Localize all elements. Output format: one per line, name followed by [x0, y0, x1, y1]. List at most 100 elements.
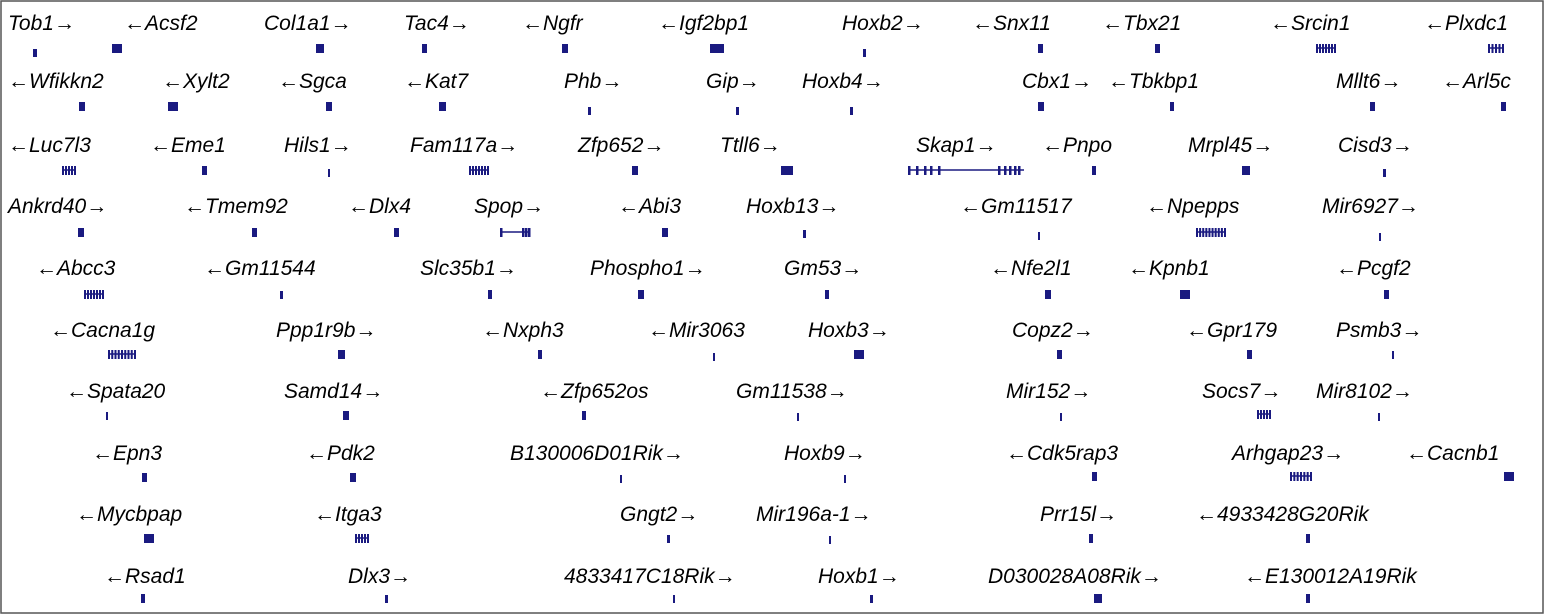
- gene-dlx4: ←Dlx4: [348, 195, 411, 237]
- gene-label: B130006D01Rik→: [510, 442, 684, 465]
- gene-model: [1092, 472, 1097, 481]
- gene-label: ←Cacna1g: [50, 319, 155, 342]
- gene-copz2: Copz2→: [1012, 319, 1094, 359]
- gene-model: [797, 413, 799, 421]
- gene-model: [1038, 102, 1044, 111]
- gene-label: Spop→: [474, 195, 544, 218]
- gene-label: Col1a1→: [264, 12, 352, 35]
- gene-label: ←Abcc3: [36, 257, 116, 280]
- gene-label: Gm11538→: [736, 380, 848, 403]
- gene-model: [582, 411, 586, 420]
- gene-label: Phb→: [564, 70, 622, 93]
- gene-label: ←Sgca: [278, 70, 347, 93]
- gene-model: [1383, 169, 1386, 177]
- gene-dlx3: Dlx3→: [348, 565, 411, 603]
- gene-label: ←Npepps: [1146, 195, 1240, 218]
- gene-label: ←Tbx21: [1102, 12, 1181, 35]
- gene-model: [1384, 290, 1389, 299]
- gene-label: ←Kpnb1: [1128, 257, 1210, 280]
- gene-label: Hoxb1→: [818, 565, 900, 588]
- gene-label: ←Arl5c: [1442, 70, 1511, 93]
- gene-model: [1504, 472, 1514, 481]
- gene-ttll6: Ttll6→: [720, 134, 793, 175]
- gene-model: [1180, 290, 1190, 299]
- gene-model: [79, 102, 85, 111]
- gene-e130012a19rik: ←E130012A19Rik: [1244, 565, 1418, 603]
- gene-label: ←Epn3: [92, 442, 162, 465]
- gene-label: ←Cdk5rap3: [1006, 442, 1118, 465]
- gene-model: [488, 290, 492, 299]
- gene-label: Dlx3→: [348, 565, 411, 588]
- gene-gm11517: ←Gm11517: [960, 195, 1073, 240]
- gene-model: [863, 49, 866, 57]
- gene-model: [1045, 290, 1051, 299]
- gene-model: [33, 49, 37, 57]
- gene-mycbpap: ←Mycbpap: [76, 503, 182, 543]
- gene-label: Hoxb2→: [842, 12, 924, 35]
- gene-model: [84, 290, 104, 299]
- gene-model: [1370, 102, 1375, 111]
- gene-label: ←Mycbpap: [76, 503, 182, 526]
- gene-4833417c18rik: 4833417C18Rik→: [564, 565, 736, 603]
- gene-label: Mir152→: [1006, 380, 1091, 403]
- gene-model: [1094, 594, 1102, 603]
- gene-model: [1378, 413, 1380, 421]
- gene-label: ←Pnpo: [1042, 134, 1112, 157]
- gene-model: [1316, 44, 1336, 53]
- gene-label: ←Gm11517: [960, 195, 1073, 218]
- gene-model: [168, 102, 178, 111]
- gene-model: [538, 350, 542, 359]
- gene-prr15l: Prr15l→: [1040, 503, 1117, 543]
- gene-arhgap23: Arhgap23→: [1230, 442, 1344, 481]
- gene-label: Hoxb9→: [784, 442, 866, 465]
- gene-model: [713, 353, 715, 361]
- gene-model: [469, 166, 489, 175]
- gene-label: ←Itga3: [314, 503, 382, 526]
- gene-hoxb1: Hoxb1→: [818, 565, 900, 603]
- gene-model: [1247, 350, 1252, 359]
- gene-model: [1038, 44, 1043, 53]
- gene-model: [1306, 534, 1310, 543]
- gene-model: [1089, 534, 1093, 543]
- gene-model: [1242, 166, 1250, 175]
- gene-label: ←Spata20: [66, 380, 166, 403]
- gene-arl5c: ←Arl5c: [1442, 70, 1511, 111]
- gene-nxph3: ←Nxph3: [482, 319, 564, 359]
- gene-npepps: ←Npepps: [1146, 195, 1240, 237]
- gene-label: Tob1→: [8, 12, 75, 35]
- gene-label: ←Snx11: [972, 12, 1051, 35]
- gene-model: [638, 290, 644, 299]
- gene-label: 4833417C18Rik→: [564, 565, 736, 588]
- gene-label: Hoxb3→: [808, 319, 890, 342]
- gene-label: ←Cacnb1: [1406, 442, 1499, 465]
- gene-label: Socs7→: [1202, 380, 1281, 403]
- gene-model: [112, 44, 122, 53]
- gene-pdk2: ←Pdk2: [306, 442, 375, 482]
- gene-label: ←Tmem92: [184, 195, 288, 218]
- gene-label: Mir6927→: [1322, 195, 1419, 218]
- gene-model: [1092, 166, 1096, 175]
- gene-model: [588, 107, 591, 115]
- gene-model: [781, 166, 793, 175]
- gene-gm11544: ←Gm11544: [204, 257, 316, 299]
- gene-label: Phospho1→: [590, 257, 706, 280]
- gene-model: [1038, 232, 1040, 240]
- gene-label: ←Gm11544: [204, 257, 316, 280]
- gene-label: Slc35b1→: [420, 257, 517, 280]
- gene-spata20: ←Spata20: [66, 380, 166, 420]
- gene-skap1: Skap1→: [908, 134, 1024, 175]
- gene-cacnb1: ←Cacnb1: [1406, 442, 1514, 481]
- gene-model: [78, 228, 84, 237]
- gene-label: Ppp1r9b→: [276, 319, 376, 342]
- gene-label: Mllt6→: [1336, 70, 1401, 93]
- gene-model: [1488, 44, 1504, 53]
- gene-label: ←Rsad1: [104, 565, 186, 588]
- gene-zfp652: Zfp652→: [577, 134, 664, 175]
- gene-nfe2l1: ←Nfe2l1: [990, 257, 1072, 299]
- gene-label: ←Pdk2: [306, 442, 375, 465]
- gene-label: ←E130012A19Rik: [1244, 565, 1418, 588]
- gene-model: [908, 166, 1024, 175]
- gene-model: [1379, 233, 1381, 241]
- gene-model: [620, 475, 622, 483]
